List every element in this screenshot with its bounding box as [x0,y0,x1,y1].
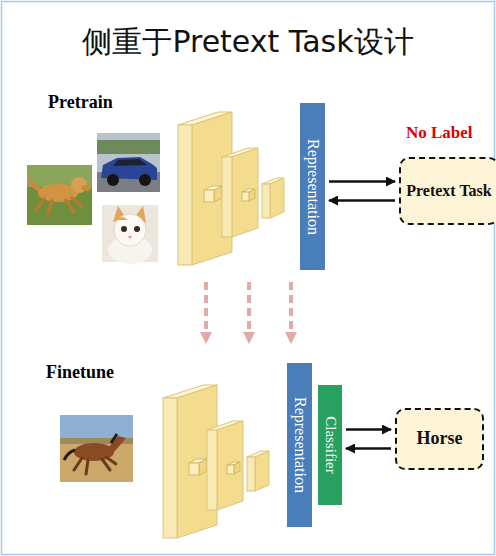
car-wheel [107,174,119,186]
horse-mane [111,434,117,443]
car-wheel [139,174,151,186]
pretext-task-box: Pretext Task [399,157,496,225]
bar-label: Classifier [323,416,338,474]
transfer-arrow [247,282,251,338]
transfer-arrow [289,282,293,338]
cnn-illustration [178,112,284,265]
flow-arrow [346,447,391,450]
bar-label: Representation [305,139,321,235]
label-box: Horse [395,408,484,470]
classifier-bar: Classifier [318,385,342,505]
representation-bar: Representation [300,103,325,270]
horse-legs [74,457,116,474]
photo-ground [27,165,92,225]
photo-trees [97,140,160,154]
car-photo [97,133,160,192]
transfer-arrows [206,282,291,338]
dog-photo [27,165,92,225]
flow-arrow [346,428,391,431]
cat-head [114,214,146,246]
title: 侧重于Pretext Task设计 [0,22,496,63]
dog-tail [30,180,40,190]
stage-label: Finetune [46,362,114,383]
horse-tail [64,450,75,460]
cat-eye [121,226,127,232]
transfer-arrow [204,282,208,338]
cat-eye [134,226,140,232]
cat-patch [116,217,128,220]
dog-legs [36,198,82,214]
photo-sky [97,133,160,192]
car-window [113,159,147,166]
photo-field [60,415,133,482]
note-label: No Label [406,123,473,143]
dog-snout [81,185,91,191]
horse-photo [60,415,133,482]
horse-neck [108,436,126,452]
cat-nose [128,236,132,239]
bar-label: Representation [292,397,308,493]
representation-bar: Representation [287,363,312,527]
stage-label: Pretrain [48,92,113,113]
flow-arrow [329,180,395,183]
flow-arrow [329,199,395,202]
box-label: Horse [417,427,463,450]
cat-photo [102,205,158,264]
box-label: Pretext Task [406,181,491,202]
cnn-illustration [163,385,269,538]
